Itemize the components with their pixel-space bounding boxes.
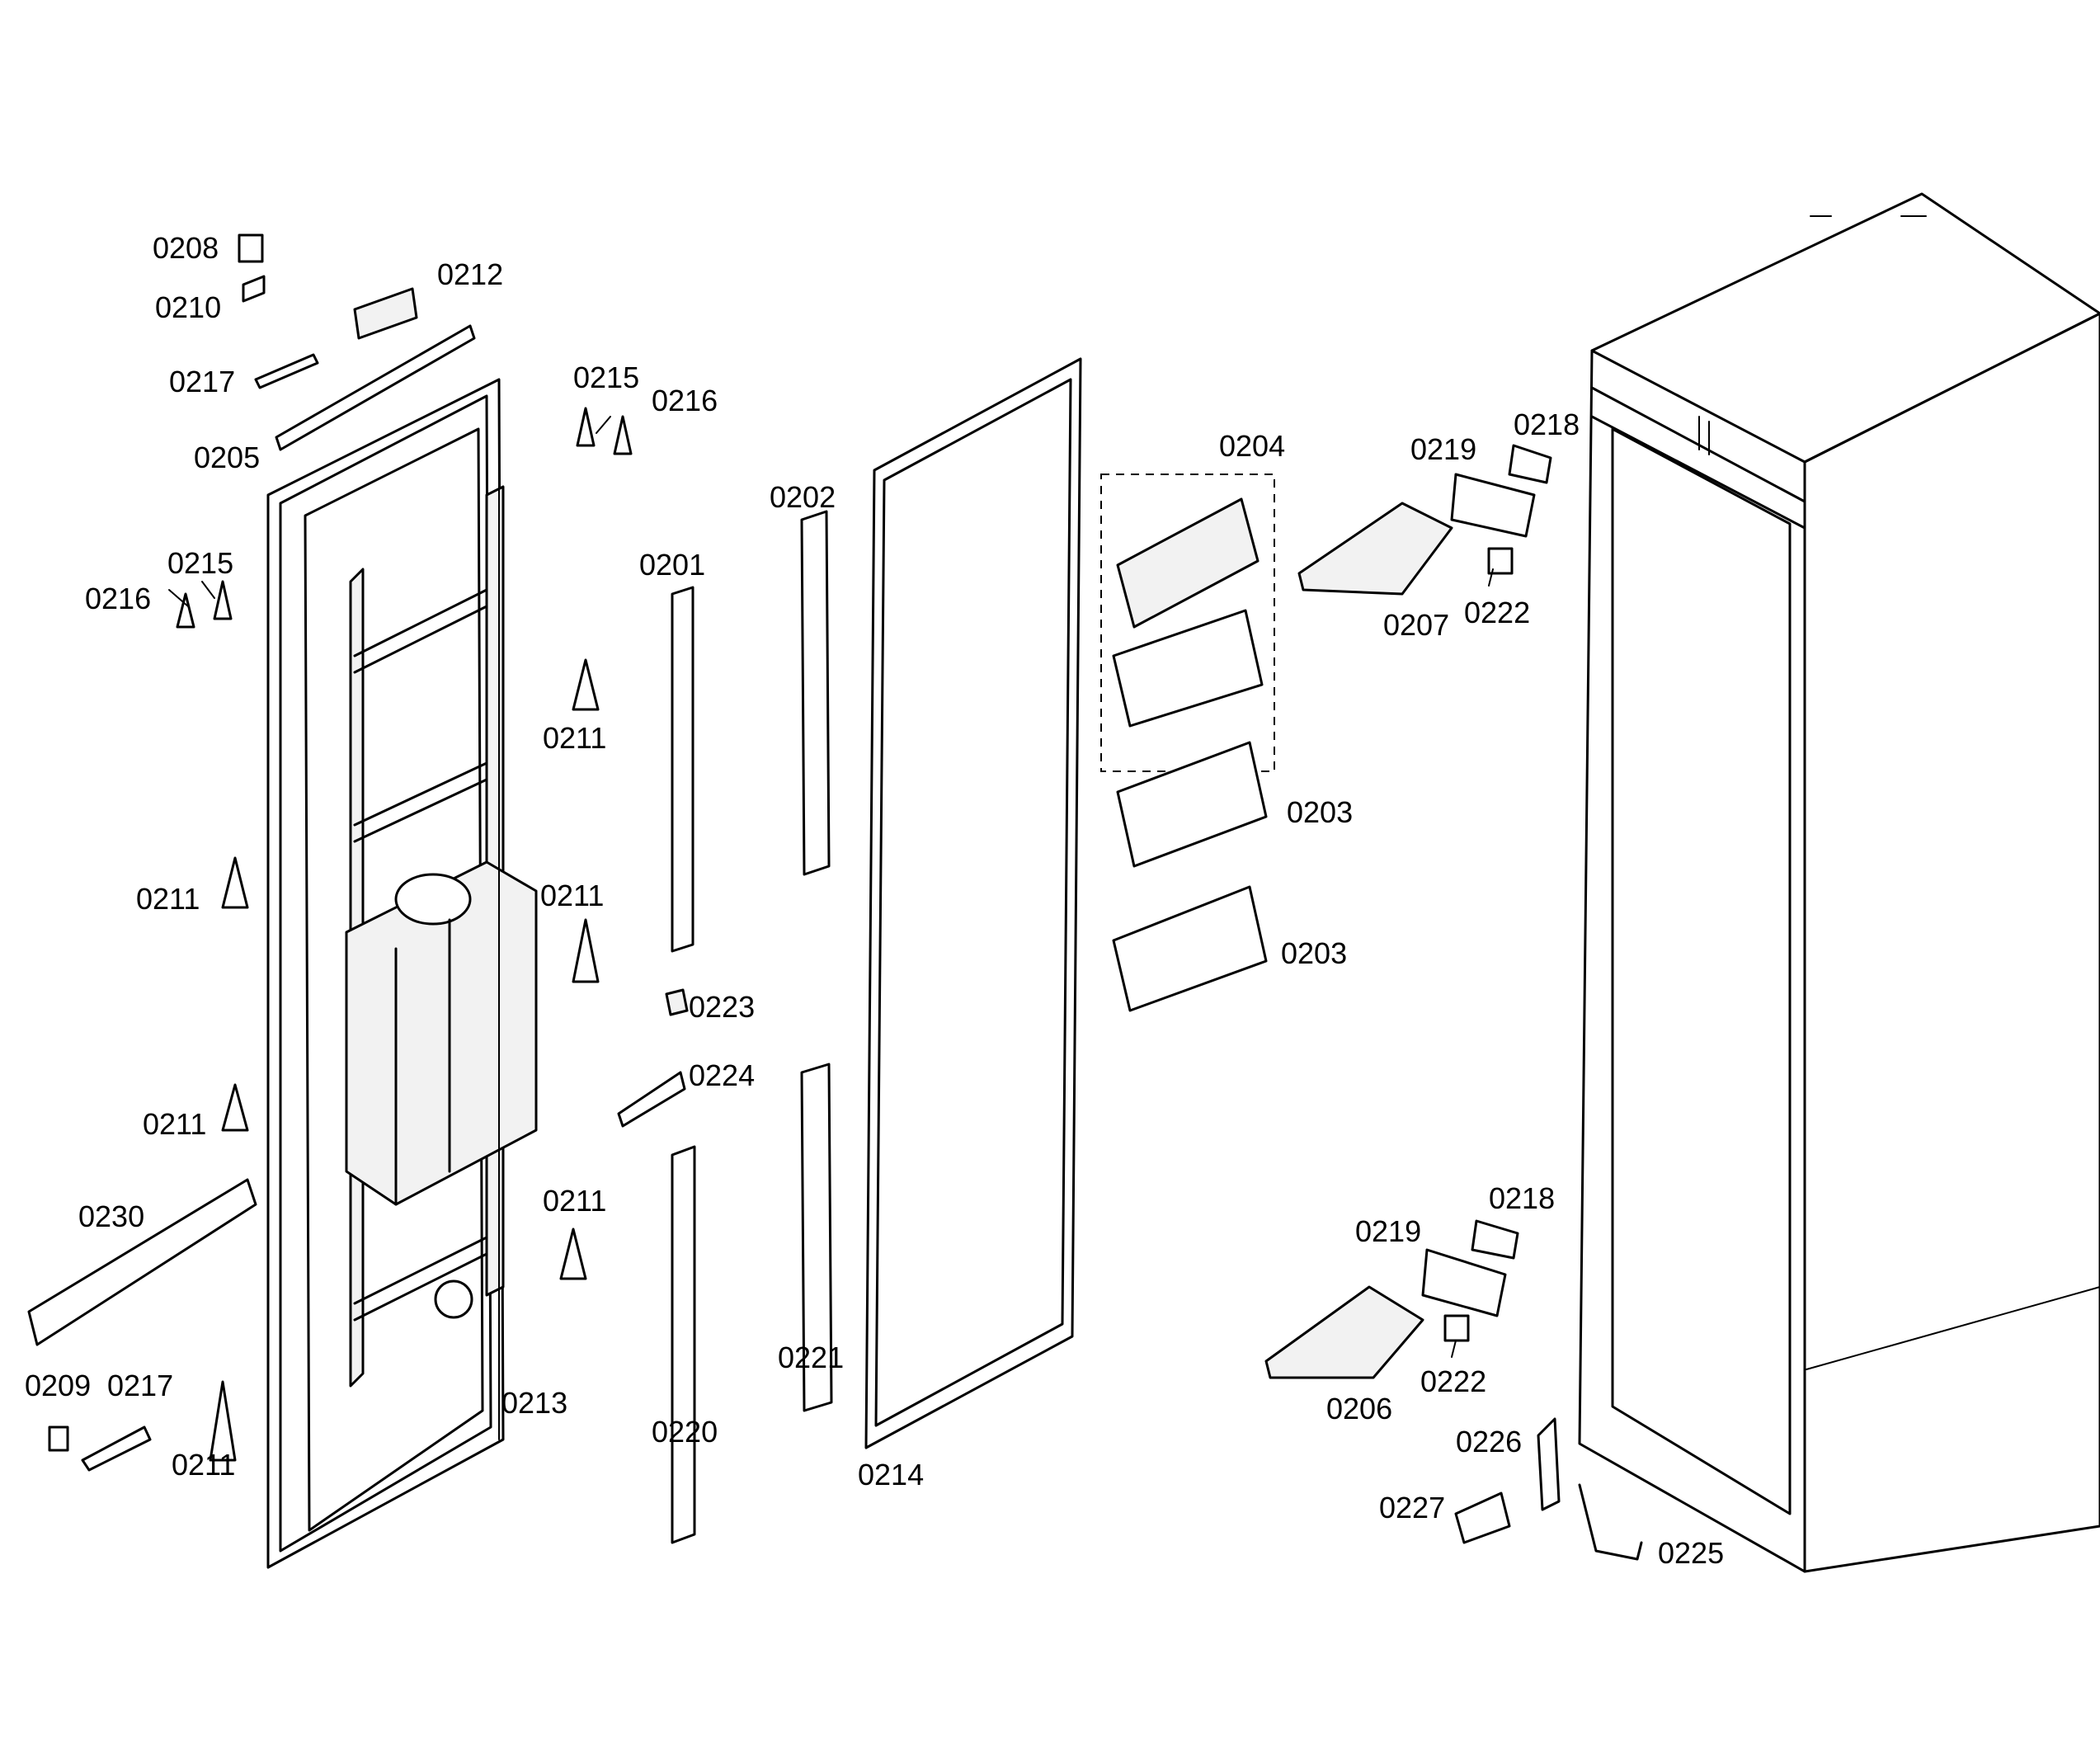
part-0219a-shape xyxy=(1450,473,1536,538)
part-labels: 0208 0210 0212 0217 0205 0215 0216 0215 … xyxy=(25,231,1724,1570)
part-0211e-shape xyxy=(559,1228,587,1280)
door-trim-strips xyxy=(617,510,833,1544)
label-0226[interactable]: 0226 xyxy=(1456,1425,1522,1458)
part-0216b-shape xyxy=(176,592,195,629)
refrigerator-cabinet xyxy=(1578,192,2100,1573)
part-0223-shape xyxy=(665,988,689,1016)
part-0225-shape xyxy=(1578,1483,1643,1561)
label-0215[interactable]: 0215 xyxy=(167,546,233,580)
part-0203a-shape xyxy=(1116,741,1268,868)
part-0226-shape xyxy=(1537,1417,1561,1511)
part-0218b-shape xyxy=(1471,1219,1519,1260)
part-0215a-shape xyxy=(576,407,596,447)
label-0211[interactable]: 0211 xyxy=(543,721,606,755)
label-0223[interactable]: 0223 xyxy=(689,990,755,1024)
door-gasket xyxy=(864,357,1082,1449)
label-0222[interactable]: 0222 xyxy=(1420,1364,1486,1398)
label-0216[interactable]: 0216 xyxy=(652,384,718,417)
label-0212[interactable]: 0212 xyxy=(437,257,503,291)
part-0210-shape xyxy=(242,275,266,303)
part-0202-shape xyxy=(800,510,831,876)
label-0208[interactable]: 0208 xyxy=(153,231,219,265)
label-0205[interactable]: 0205 xyxy=(194,441,260,474)
part-0220-shape xyxy=(671,1145,696,1544)
label-0211[interactable]: 0211 xyxy=(143,1107,206,1141)
part-0206-shape xyxy=(1264,1285,1424,1379)
label-0207[interactable]: 0207 xyxy=(1383,608,1449,642)
label-0222[interactable]: 0222 xyxy=(1464,596,1530,629)
label-0206[interactable]: 0206 xyxy=(1326,1392,1392,1425)
part-0219b-shape xyxy=(1421,1248,1507,1317)
door-hardware-parts xyxy=(27,233,633,1472)
label-0219[interactable]: 0219 xyxy=(1355,1214,1421,1248)
part-0204-shape xyxy=(1116,497,1260,629)
part-0207-shape xyxy=(1297,502,1453,596)
label-0211[interactable]: 0211 xyxy=(543,1184,606,1218)
label-0214[interactable]: 0214 xyxy=(858,1458,924,1491)
label-0203[interactable]: 0203 xyxy=(1287,795,1353,829)
label-0220[interactable]: 0220 xyxy=(652,1415,718,1449)
label-0211[interactable]: 0211 xyxy=(136,882,200,916)
part-0201-shape xyxy=(671,586,695,953)
label-0204[interactable]: 0204 xyxy=(1219,429,1285,463)
part-0222b-shape xyxy=(1443,1314,1470,1342)
hinge-parts xyxy=(1264,444,1643,1561)
part-0217b-shape xyxy=(81,1425,152,1472)
part-0211d-shape xyxy=(221,1083,249,1132)
label-0224[interactable]: 0224 xyxy=(689,1058,755,1092)
label-0230[interactable]: 0230 xyxy=(78,1199,144,1233)
label-0225[interactable]: 0225 xyxy=(1658,1536,1724,1570)
part-0211f-shape xyxy=(209,1380,237,1462)
part-0216a-shape xyxy=(613,415,633,455)
part-0214-shape xyxy=(864,357,1082,1449)
part-0203b-shape xyxy=(1112,885,1268,1012)
label-0210[interactable]: 0210 xyxy=(155,290,221,324)
part-0227-shape xyxy=(1454,1491,1511,1544)
part-0211b-shape xyxy=(221,856,249,909)
label-0203[interactable]: 0203 xyxy=(1281,936,1347,970)
label-0218[interactable]: 0218 xyxy=(1489,1181,1555,1215)
label-0211[interactable]: 0211 xyxy=(540,879,604,912)
part-0215b-shape xyxy=(213,580,233,620)
part-0212-shape xyxy=(353,287,418,340)
part-0217a-shape xyxy=(254,353,319,389)
label-0216[interactable]: 0216 xyxy=(85,582,151,615)
label-0217[interactable]: 0217 xyxy=(107,1369,173,1402)
leader-lines xyxy=(168,416,1494,1358)
label-0202[interactable]: 0202 xyxy=(770,480,836,514)
label-0211[interactable]: 0211 xyxy=(172,1448,235,1482)
part-0224-shape xyxy=(617,1071,686,1128)
part-0211c-shape xyxy=(572,918,600,983)
part-0211a-shape xyxy=(572,658,600,711)
part-0230-shape xyxy=(27,1178,257,1346)
label-0227[interactable]: 0227 xyxy=(1379,1491,1445,1524)
label-0213[interactable]: 0213 xyxy=(501,1386,567,1420)
label-0218[interactable]: 0218 xyxy=(1514,408,1580,441)
part-0221-shape xyxy=(800,1063,833,1412)
part-0208-shape xyxy=(238,233,264,263)
part-0205-shape xyxy=(275,324,476,451)
label-0217[interactable]: 0217 xyxy=(169,365,235,398)
part-0218a-shape xyxy=(1508,444,1552,484)
label-0215[interactable]: 0215 xyxy=(573,360,639,394)
label-0219[interactable]: 0219 xyxy=(1410,432,1476,466)
label-0201[interactable]: 0201 xyxy=(639,548,705,582)
door-bins xyxy=(1100,474,1275,1012)
door-assembly xyxy=(266,378,538,1569)
label-0221[interactable]: 0221 xyxy=(778,1341,844,1374)
part-0209-shape xyxy=(48,1425,69,1452)
label-0209[interactable]: 0209 xyxy=(25,1369,91,1402)
